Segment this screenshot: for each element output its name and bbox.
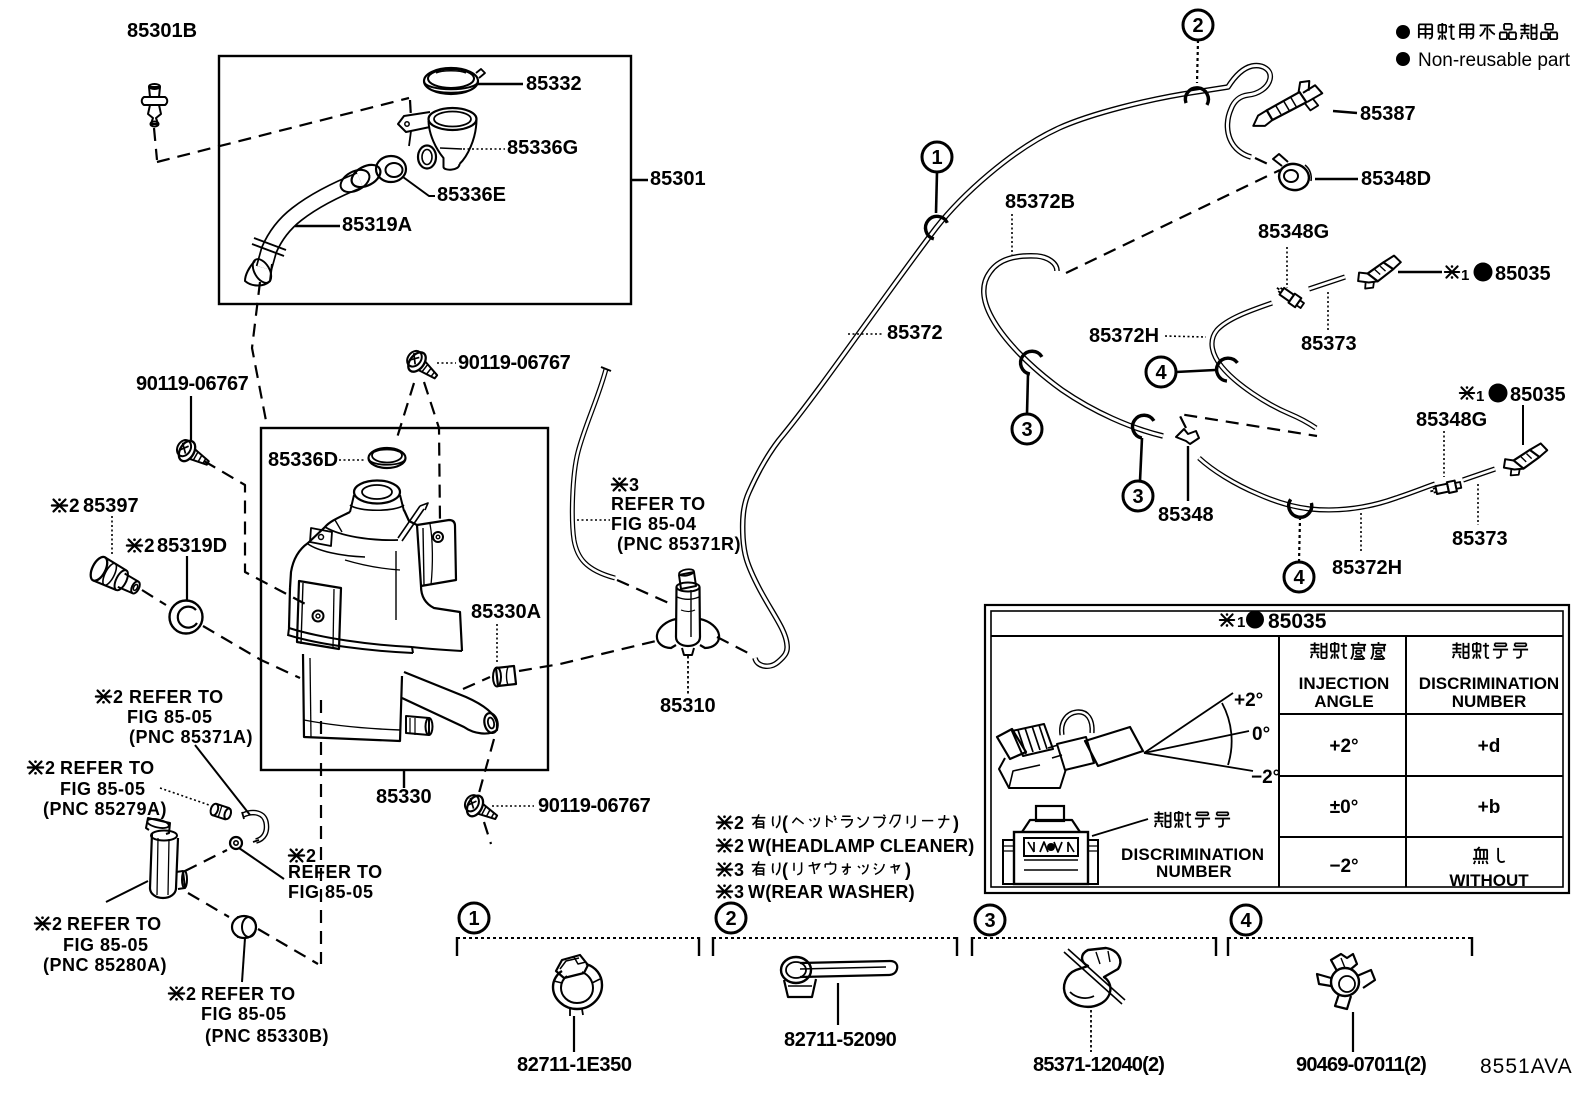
- svg-text:85373: 85373: [1301, 333, 1357, 355]
- svg-text:±0°: ±0°: [1330, 797, 1359, 818]
- svg-text:FIG 85-05: FIG 85-05: [201, 1004, 287, 1024]
- svg-text:(PNC 85279A): (PNC 85279A): [43, 799, 167, 819]
- svg-text:2: 2: [306, 846, 316, 866]
- svg-text:3: 3: [734, 860, 744, 880]
- svg-text:2: 2: [52, 914, 62, 934]
- svg-text:−2°: −2°: [1329, 856, 1358, 877]
- svg-text:85371-12040(2): 85371-12040(2): [1033, 1054, 1164, 1076]
- svg-text:3: 3: [1021, 419, 1032, 441]
- svg-text:90119-06767: 90119-06767: [538, 795, 651, 817]
- svg-text:1: 1: [1476, 388, 1484, 405]
- svg-text:85348G: 85348G: [1416, 409, 1487, 431]
- svg-text:FIG 85-05: FIG 85-05: [63, 935, 149, 955]
- svg-text:FIG 85-04: FIG 85-04: [611, 514, 697, 534]
- svg-text:+2°: +2°: [1234, 690, 1263, 711]
- svg-text:2: 2: [45, 758, 55, 778]
- svg-text:1: 1: [1237, 614, 1245, 631]
- svg-text:85387: 85387: [1360, 103, 1416, 125]
- svg-text:2: 2: [69, 496, 80, 517]
- svg-text:(PNC 85280A): (PNC 85280A): [43, 955, 167, 975]
- svg-text:3: 3: [1132, 486, 1143, 508]
- svg-text:85330A: 85330A: [471, 601, 541, 623]
- svg-text:DISCRIMINATION: DISCRIMINATION: [1419, 674, 1559, 693]
- svg-text:85035: 85035: [1268, 610, 1327, 633]
- svg-text:(PNC 85330B): (PNC 85330B): [205, 1026, 329, 1046]
- svg-text:85035: 85035: [1510, 384, 1566, 406]
- svg-text:FIG 85-05: FIG 85-05: [288, 882, 374, 902]
- svg-text:90119-06767: 90119-06767: [136, 373, 249, 395]
- svg-text:85372H: 85372H: [1332, 557, 1402, 579]
- svg-text:(: (: [782, 813, 788, 833]
- svg-text:90469-07011(2): 90469-07011(2): [1296, 1054, 1426, 1076]
- svg-text:FIG 85-05: FIG 85-05: [60, 779, 146, 799]
- svg-text:W(REAR WASHER): W(REAR WASHER): [748, 882, 915, 902]
- svg-text:REFER TO: REFER TO: [67, 914, 162, 934]
- svg-text:): ): [953, 813, 959, 833]
- svg-text:4: 4: [1155, 362, 1167, 384]
- svg-text:INJECTION: INJECTION: [1299, 674, 1390, 693]
- svg-text:82711-1E350: 82711-1E350: [517, 1054, 632, 1076]
- svg-text:): ): [905, 860, 911, 880]
- svg-text:NUMBER: NUMBER: [1452, 692, 1527, 711]
- svg-text:+d: +d: [1478, 736, 1501, 757]
- svg-text:REFER TO: REFER TO: [611, 494, 706, 514]
- svg-text:REFER TO: REFER TO: [60, 758, 155, 778]
- svg-text:90119-06767: 90119-06767: [458, 352, 571, 374]
- svg-text:REFER TO: REFER TO: [201, 984, 296, 1004]
- svg-text:REFER TO: REFER TO: [129, 687, 224, 707]
- svg-text:2: 2: [186, 984, 196, 1004]
- svg-text:DISCRIMINATION: DISCRIMINATION: [1121, 845, 1264, 864]
- svg-text:85035: 85035: [1495, 263, 1551, 285]
- svg-text:85336G: 85336G: [507, 137, 578, 159]
- svg-text:85330: 85330: [376, 786, 432, 808]
- svg-text:8551AVA: 8551AVA: [1480, 1055, 1573, 1078]
- svg-text:(: (: [782, 860, 788, 880]
- svg-text:FIG 85-05: FIG 85-05: [127, 707, 213, 727]
- svg-text:85372: 85372: [887, 322, 943, 344]
- svg-text:NUMBER: NUMBER: [1156, 862, 1232, 881]
- svg-text:−2°: −2°: [1251, 767, 1280, 788]
- svg-text:1: 1: [468, 908, 479, 930]
- svg-text:3: 3: [629, 475, 639, 495]
- svg-text:0°: 0°: [1252, 724, 1270, 745]
- svg-text:ANGLE: ANGLE: [1314, 692, 1374, 711]
- svg-text:85372B: 85372B: [1005, 191, 1075, 213]
- svg-text:85332: 85332: [526, 73, 582, 95]
- svg-text:3: 3: [734, 882, 744, 902]
- svg-text:85336D: 85336D: [268, 449, 338, 471]
- svg-text:1: 1: [931, 147, 942, 169]
- svg-text:(PNC 85371R): (PNC 85371R): [617, 534, 741, 554]
- svg-text:1: 1: [1461, 267, 1469, 284]
- svg-text:85319D: 85319D: [157, 535, 227, 557]
- svg-text:2: 2: [725, 908, 736, 930]
- svg-text:4: 4: [1293, 567, 1305, 589]
- svg-text:+b: +b: [1478, 797, 1501, 818]
- svg-text:WITHOUT: WITHOUT: [1449, 871, 1529, 890]
- svg-text:+2°: +2°: [1329, 736, 1358, 757]
- svg-text:Non-reusable part: Non-reusable part: [1418, 50, 1571, 71]
- svg-text:85373: 85373: [1452, 528, 1508, 550]
- svg-text:2: 2: [734, 813, 744, 833]
- svg-text:85319A: 85319A: [342, 214, 412, 236]
- svg-text:85336E: 85336E: [437, 184, 506, 206]
- svg-text:85372H: 85372H: [1089, 325, 1159, 347]
- svg-text:W(HEADLAMP CLEANER): W(HEADLAMP CLEANER): [748, 836, 974, 856]
- svg-text:4: 4: [1240, 910, 1252, 932]
- svg-text:REFER TO: REFER TO: [288, 862, 383, 882]
- svg-text:85348G: 85348G: [1258, 221, 1329, 243]
- svg-text:(PNC 85371A): (PNC 85371A): [129, 727, 253, 747]
- svg-text:2: 2: [734, 836, 744, 856]
- svg-text:85397: 85397: [83, 495, 139, 517]
- svg-text:3: 3: [984, 910, 995, 932]
- svg-text:2: 2: [1192, 15, 1203, 37]
- svg-text:85348D: 85348D: [1361, 168, 1431, 190]
- svg-text:2: 2: [113, 687, 123, 707]
- svg-text:85301: 85301: [650, 168, 706, 190]
- svg-text:82711-52090: 82711-52090: [784, 1029, 897, 1051]
- svg-text:2: 2: [144, 536, 155, 557]
- svg-text:85310: 85310: [660, 695, 716, 717]
- svg-text:85348: 85348: [1158, 504, 1214, 526]
- svg-text:85301B: 85301B: [127, 20, 197, 42]
